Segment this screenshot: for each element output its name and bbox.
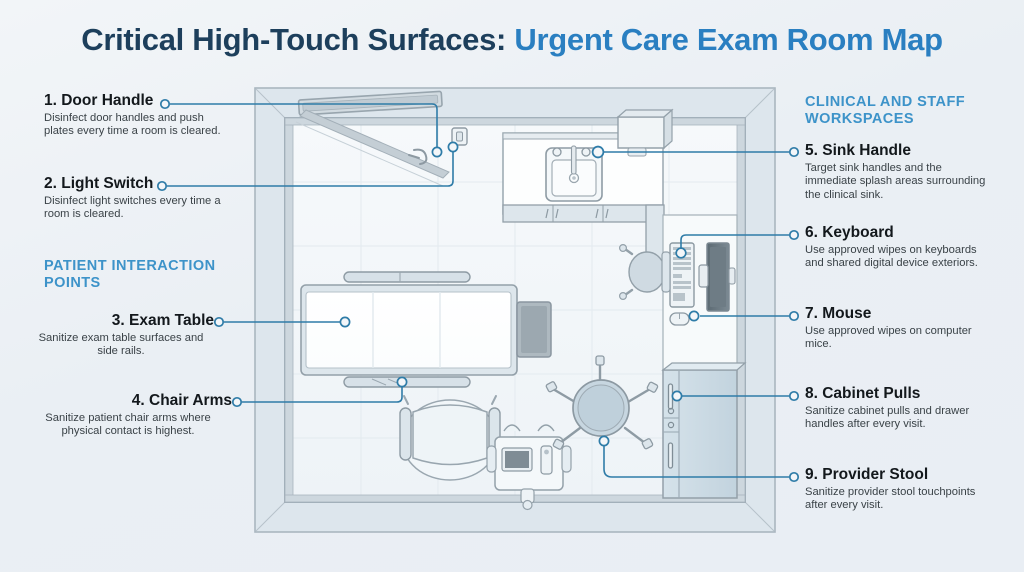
callout-title: 4. Chair Arms [131,392,232,409]
callout-title: 5. Sink Handle [805,142,911,159]
tall-cabinet [661,362,747,499]
callout-description: Sanitize provider stool touchpoints afte… [805,486,976,512]
light-switch-plate [451,127,468,146]
callout-description: Sanitize cabinet pulls and drawer handle… [805,405,970,431]
callout-title: 7. Mouse [805,305,872,322]
callout-door-handle[interactable]: 1. Door Handle Disinfect door handles an… [44,92,229,139]
callout-title: 2. Light Switch [44,175,154,192]
wall-dispenser [616,108,674,157]
exam-table [300,271,552,388]
page-title-part1: Critical High-Touch Surfaces: [81,22,507,57]
mouse [669,312,690,326]
callout-title: 1. Door Handle [44,92,154,109]
provider-stool [545,355,659,450]
callout-description: Sanitize exam table surfaces and side ra… [38,332,204,358]
page-title-part2: Urgent Care Exam Room Map [514,22,943,57]
patient-chair [399,395,501,481]
callout-exam-table[interactable]: 3. Exam Table Sanitize exam table surfac… [28,312,214,359]
callout-title: 9. Provider Stool [805,466,929,483]
callout-provider-stool[interactable]: 9. Provider Stool Sanitize provider stoo… [805,466,995,513]
callout-description: Use approved wipes on keyboards and shar… [805,244,978,270]
keyboard [669,242,695,308]
exam-table-side-rails [343,271,471,388]
callout-description: Use approved wipes on computer mice. [805,325,972,351]
monitor [698,242,736,312]
callout-title: 3. Exam Table [111,312,214,329]
upper-cabinets [502,204,664,223]
vitals-monitor-cart [486,424,572,511]
callout-description: Target sink handles and the immediate sp… [805,162,986,201]
callout-title: 6. Keyboard [805,224,894,241]
callout-description: Disinfect door handles and push plates e… [44,112,221,138]
page-title: Critical High-Touch Surfaces: Urgent Car… [0,22,1024,58]
section-header-patient-interaction: PATIENT INTERACTION POINTS [44,258,216,291]
callout-cabinet-pulls[interactable]: 8. Cabinet Pulls Sanitize cabinet pulls … [805,385,1000,432]
callout-chair-arms[interactable]: 4. Chair Arms Sanitize patient chair arm… [24,392,232,439]
workstation [618,214,738,373]
section-header-clinical-staff: CLINICAL AND STAFF WORKSPACES [805,94,966,127]
callout-keyboard[interactable]: 6. Keyboard Use approved wipes on keyboa… [805,224,993,271]
desk-chair [618,244,671,301]
callout-mouse[interactable]: 7. Mouse Use approved wipes on computer … [805,305,985,352]
callout-description: Disinfect light switches every time a ro… [44,195,221,221]
callout-title: 8. Cabinet Pulls [805,385,921,402]
callout-light-switch[interactable]: 2. Light Switch Disinfect light switches… [44,175,234,222]
callout-sink-handle[interactable]: 5. Sink Handle Target sink handles and t… [805,142,995,202]
callout-description: Sanitize patient chair arms where physic… [45,412,211,438]
